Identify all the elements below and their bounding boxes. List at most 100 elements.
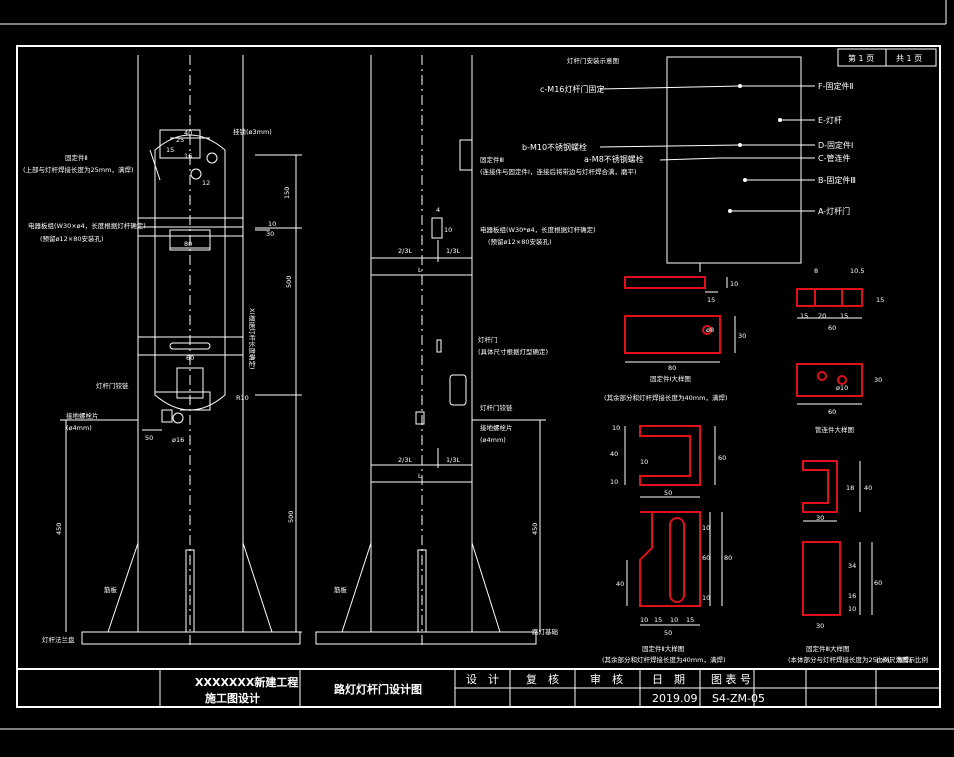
ground-tab [161, 409, 173, 423]
label-b: b-M10不锈钢螺栓 [522, 142, 587, 152]
fixing-piece-3 [459, 139, 473, 171]
piece3-note: (本体部分与灯杆焊接长度为25mm，满焊) [788, 655, 912, 664]
piece2-note-bottom: (其余部分和灯杆焊接长度为40mm，满焊) [602, 655, 726, 664]
label-B: B-固定件Ⅲ [818, 175, 856, 185]
dim-r10: R10 [236, 394, 249, 402]
dim-30: 30 [266, 230, 274, 238]
door-hinge-label: 灯杆门铰链 [96, 381, 129, 390]
ground-tab-size: (ø4mm) [66, 424, 92, 432]
dim-500-lower: 500 [287, 511, 295, 523]
p2-dim-80: 80 [724, 554, 732, 562]
p1-dim-15: 15 [707, 296, 715, 304]
drawing-title: 路灯灯杆门设计图 [334, 682, 422, 696]
conn-dim-hole: ø10 [836, 384, 848, 392]
p3-dim-30b: 30 [816, 622, 824, 630]
side-fixing-piece-label: 固定件Ⅲ [480, 155, 504, 164]
connector-top-view [796, 288, 863, 307]
conn-dim-15: 15 [876, 296, 884, 304]
dim-10: 10 [268, 220, 276, 228]
conn-dim-20: 20 [818, 312, 826, 320]
side-door-label: 灯杆门 [478, 335, 498, 344]
p2-dim-10b: 10 [610, 478, 618, 486]
side-flange [315, 631, 537, 645]
dim-500-upper: 500 [285, 276, 293, 288]
label-c: c-M16灯杆门固定 [540, 84, 604, 94]
side-dim-two-thirds: 2/3L [398, 247, 412, 255]
drawing-frame [16, 45, 941, 708]
conn-dim-60b: 60 [828, 408, 836, 416]
side-dim-10: 10 [444, 226, 452, 234]
stiffener-right [242, 542, 273, 633]
p2-dim-10a: 10 [612, 424, 620, 432]
p3-dim-30a: 30 [816, 514, 824, 522]
side-dim-two-thirds-2: 2/3L [398, 456, 412, 464]
p1-dim-hole: ø8 [706, 326, 714, 334]
side-fixing-piece-note: (连接件与固定件Ⅰ，连接后将带边与灯杆焊合满，磨平) [480, 167, 637, 176]
p1-dim-80: 80 [668, 364, 676, 372]
p2-dim-50a: 50 [664, 489, 672, 497]
dim-16: 16 [184, 152, 192, 160]
piece2-note-top: (其余部分和灯杆焊接长度为40mm，满焊) [604, 393, 728, 402]
p2-dim-60: 60 [718, 454, 726, 462]
p2-dim-10d: 10 [702, 524, 710, 532]
label-D: D-固定件Ⅰ [818, 140, 853, 150]
p2-dim-10c: 10 [640, 458, 648, 466]
piece1-front-view [624, 315, 721, 354]
review-label: 复 核 [526, 672, 559, 686]
dim-12: 12 [202, 179, 210, 187]
ground-tab-label: 接地螺栓片 [66, 411, 99, 420]
side-plate-label: 电器板组(W30*ø4，长度根据灯杆确定) [480, 225, 596, 234]
piece3-title: 固定件Ⅲ大样图 [806, 644, 849, 653]
side-dim-L: L [418, 266, 422, 274]
p3-dim-34: 34 [848, 562, 856, 570]
page-number-box: 第 1 页 共 1 页 [837, 48, 937, 67]
scale-note: 比例尺为图示比例 [876, 655, 928, 664]
p3-dim-10: 10 [848, 605, 856, 613]
dim-phi16: ø16 [172, 436, 184, 444]
conn-dim-8: 8 [814, 267, 818, 275]
door-detail-title: 灯杆门安装示意图 [567, 56, 619, 65]
date-label: 日 期 [652, 673, 685, 686]
p1-dim-10: 10 [730, 280, 738, 288]
dim-40: 40 [184, 129, 192, 137]
dim-150: 150 [283, 187, 291, 199]
label-C: C-管连件 [818, 153, 850, 163]
fixing-piece-2-label: 固定件Ⅱ [65, 153, 88, 162]
date-value: 2019.09 [652, 692, 698, 705]
plate-slot [169, 229, 211, 251]
fixing-piece-1-detail: 10 15 30 80 ø8 固定件Ⅰ大样图 [624, 276, 746, 383]
p2-dim-b50: 50 [664, 629, 672, 637]
p2-dim-b15: 15 [654, 616, 662, 624]
piece2-title: 固定件Ⅱ大样图 [642, 644, 684, 653]
lock-hole-label: 挂锁(ø3mm) [233, 127, 272, 136]
fixing-piece-2-note: (上部与灯杆焊接长度为25mm，满焊) [23, 165, 134, 174]
electrical-plate-bottom [137, 336, 244, 356]
p3-dim-60: 60 [874, 579, 882, 587]
connector-title: 管连件大样图 [815, 425, 854, 434]
side-ground-tab-label: 接地螺栓片 [480, 423, 513, 432]
title-block: XXXXXXX新建工程 施工图设计 路灯灯杆门设计图 设 计 复 核 审 核 日… [17, 668, 940, 707]
flange-label: 灯杆法兰盘 [42, 635, 75, 644]
p3-dim-40: 40 [864, 484, 872, 492]
p3-dim-18: 18 [846, 484, 854, 492]
piece2-top-view [639, 425, 701, 486]
anchor-bolt [185, 549, 195, 633]
conn-dim-60a: 60 [828, 324, 836, 332]
piece1-top-view [624, 276, 706, 289]
stiffener-label: 筋板 [104, 585, 118, 594]
door-height-note: X(根据灯杆长度确定) [248, 308, 257, 370]
drawing-no-value: S4-ZM-05 [712, 692, 765, 705]
side-dim-L-2: L [418, 472, 422, 480]
p3-dim-16: 16 [848, 592, 856, 600]
door-detail-outline [666, 56, 802, 264]
conn-dim-15c: 15 [840, 312, 848, 320]
p2-dim-b10b: 10 [670, 616, 678, 624]
fixing-piece-2-top [159, 129, 201, 159]
piece3-front-view [802, 541, 841, 616]
dim-15: 15 [166, 146, 174, 154]
page-label: 第 1 页 [848, 53, 874, 63]
conn-dim-15b: 15 [800, 312, 808, 320]
side-dim-4: 4 [436, 206, 440, 214]
conn-dim-10-5: 10.5 [850, 267, 864, 275]
label-F: F-固定件Ⅱ [818, 81, 853, 91]
